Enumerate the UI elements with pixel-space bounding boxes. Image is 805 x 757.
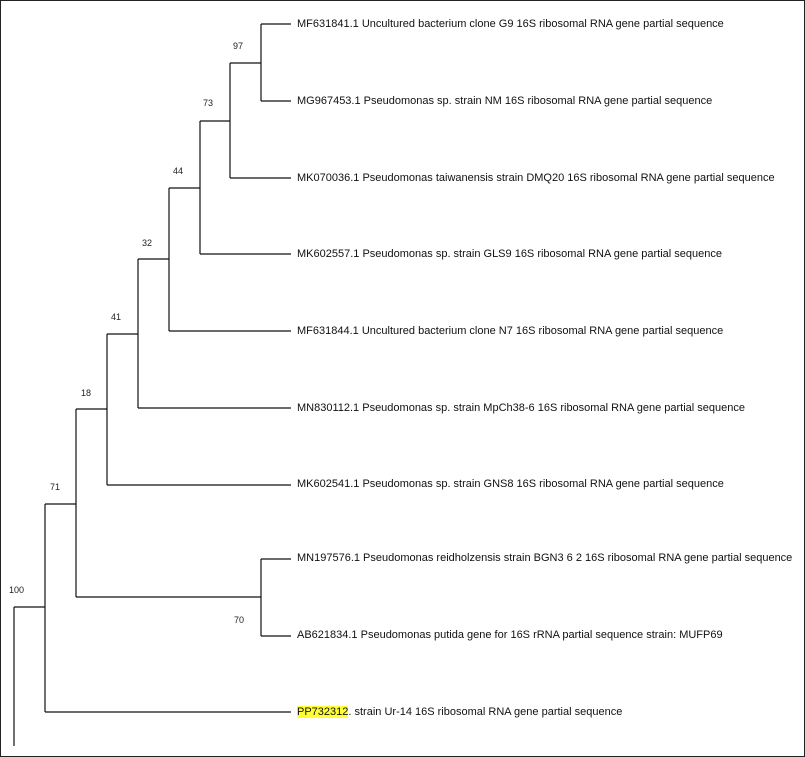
leaf-description: Uncultured bacterium clone G9 16S riboso… <box>358 18 724 30</box>
bootstrap-73: 73 <box>203 98 214 108</box>
leaf-accession: MF631844.1 <box>297 325 359 337</box>
branch-node-70 <box>260 558 291 637</box>
leaf-description: Pseudomonas taiwanensis strain DMQ20 16S… <box>359 172 775 184</box>
leaf-label: MF631841.1 Uncultured bacterium clone G9… <box>297 18 724 31</box>
root-branch <box>13 606 45 746</box>
branch-node-32 <box>168 187 291 332</box>
leaf-description: Pseudomonas reidholzensis strain BGN3 6 … <box>360 552 793 564</box>
leaf-label: MK070036.1 Pseudomonas taiwanensis strai… <box>297 172 775 185</box>
branch-node-44 <box>199 120 291 255</box>
branch-node-71 <box>75 408 261 598</box>
leaf-accession: MK602557.1 <box>297 248 360 260</box>
highlighted-accession: PP732312 <box>297 706 349 718</box>
bootstrap-32: 32 <box>142 238 153 248</box>
leaf-label: MK602541.1 Pseudomonas sp. strain GNS8 1… <box>297 478 724 491</box>
leaf-description: Pseudomonas sp. strain GNS8 16S ribosoma… <box>359 478 724 490</box>
leaf-description: Pseudomonas sp. strain MpCh38-6 16S ribo… <box>359 402 745 414</box>
leaf-label: MK602557.1 Pseudomonas sp. strain GLS9 1… <box>297 248 722 261</box>
leaf-accession: MG967453.1 <box>297 95 361 107</box>
leaf-label: MN830112.1 Pseudomonas sp. strain MpCh38… <box>297 402 745 415</box>
leaf-description: Pseudomonas putida gene for 16S rRNA par… <box>357 629 723 641</box>
branch-node-41 <box>137 258 291 409</box>
leaf-label: MG967453.1 Pseudomonas sp. strain NM 16S… <box>297 95 712 108</box>
leaf-accession: MK070036.1 <box>297 172 360 184</box>
bootstrap-44: 44 <box>173 166 184 176</box>
bootstrap-18: 18 <box>81 388 92 398</box>
bootstrap-70: 70 <box>234 615 245 625</box>
leaf-label: MF631844.1 Uncultured bacterium clone N7… <box>297 325 723 338</box>
leaf-description: Pseudomonas sp. strain GLS9 16S ribosoma… <box>359 248 722 260</box>
branch-node-18 <box>106 333 291 486</box>
leaf-accession: MN197576.1 <box>297 552 360 564</box>
leaf-label: AB621834.1 Pseudomonas putida gene for 1… <box>297 629 723 642</box>
leaf-description: Pseudomonas sp. strain NM 16S ribosomal … <box>360 95 713 107</box>
leaf-accession: MN830112.1 <box>297 402 360 414</box>
bootstrap-71: 71 <box>50 482 61 492</box>
leaf-accession: MF631841.1 <box>297 18 359 30</box>
leaf-description: Uncultured bacterium clone N7 16S riboso… <box>358 325 724 337</box>
leaf-accession: AB621834.1 <box>297 629 358 641</box>
bootstrap-100: 100 <box>9 585 25 595</box>
leaf-description: . strain Ur-14 16S ribosomal RNA gene pa… <box>348 706 623 718</box>
bootstrap-41: 41 <box>111 312 122 322</box>
branch-node-97 <box>260 23 291 102</box>
leaf-label: MN197576.1 Pseudomonas reidholzensis str… <box>297 552 792 565</box>
bootstrap-97: 97 <box>233 41 244 51</box>
leaf-accession: MK602541.1 <box>297 478 360 490</box>
leaf-label-query: PP732312. strain Ur-14 16S ribosomal RNA… <box>297 706 622 719</box>
branch-node-100 <box>44 503 291 713</box>
